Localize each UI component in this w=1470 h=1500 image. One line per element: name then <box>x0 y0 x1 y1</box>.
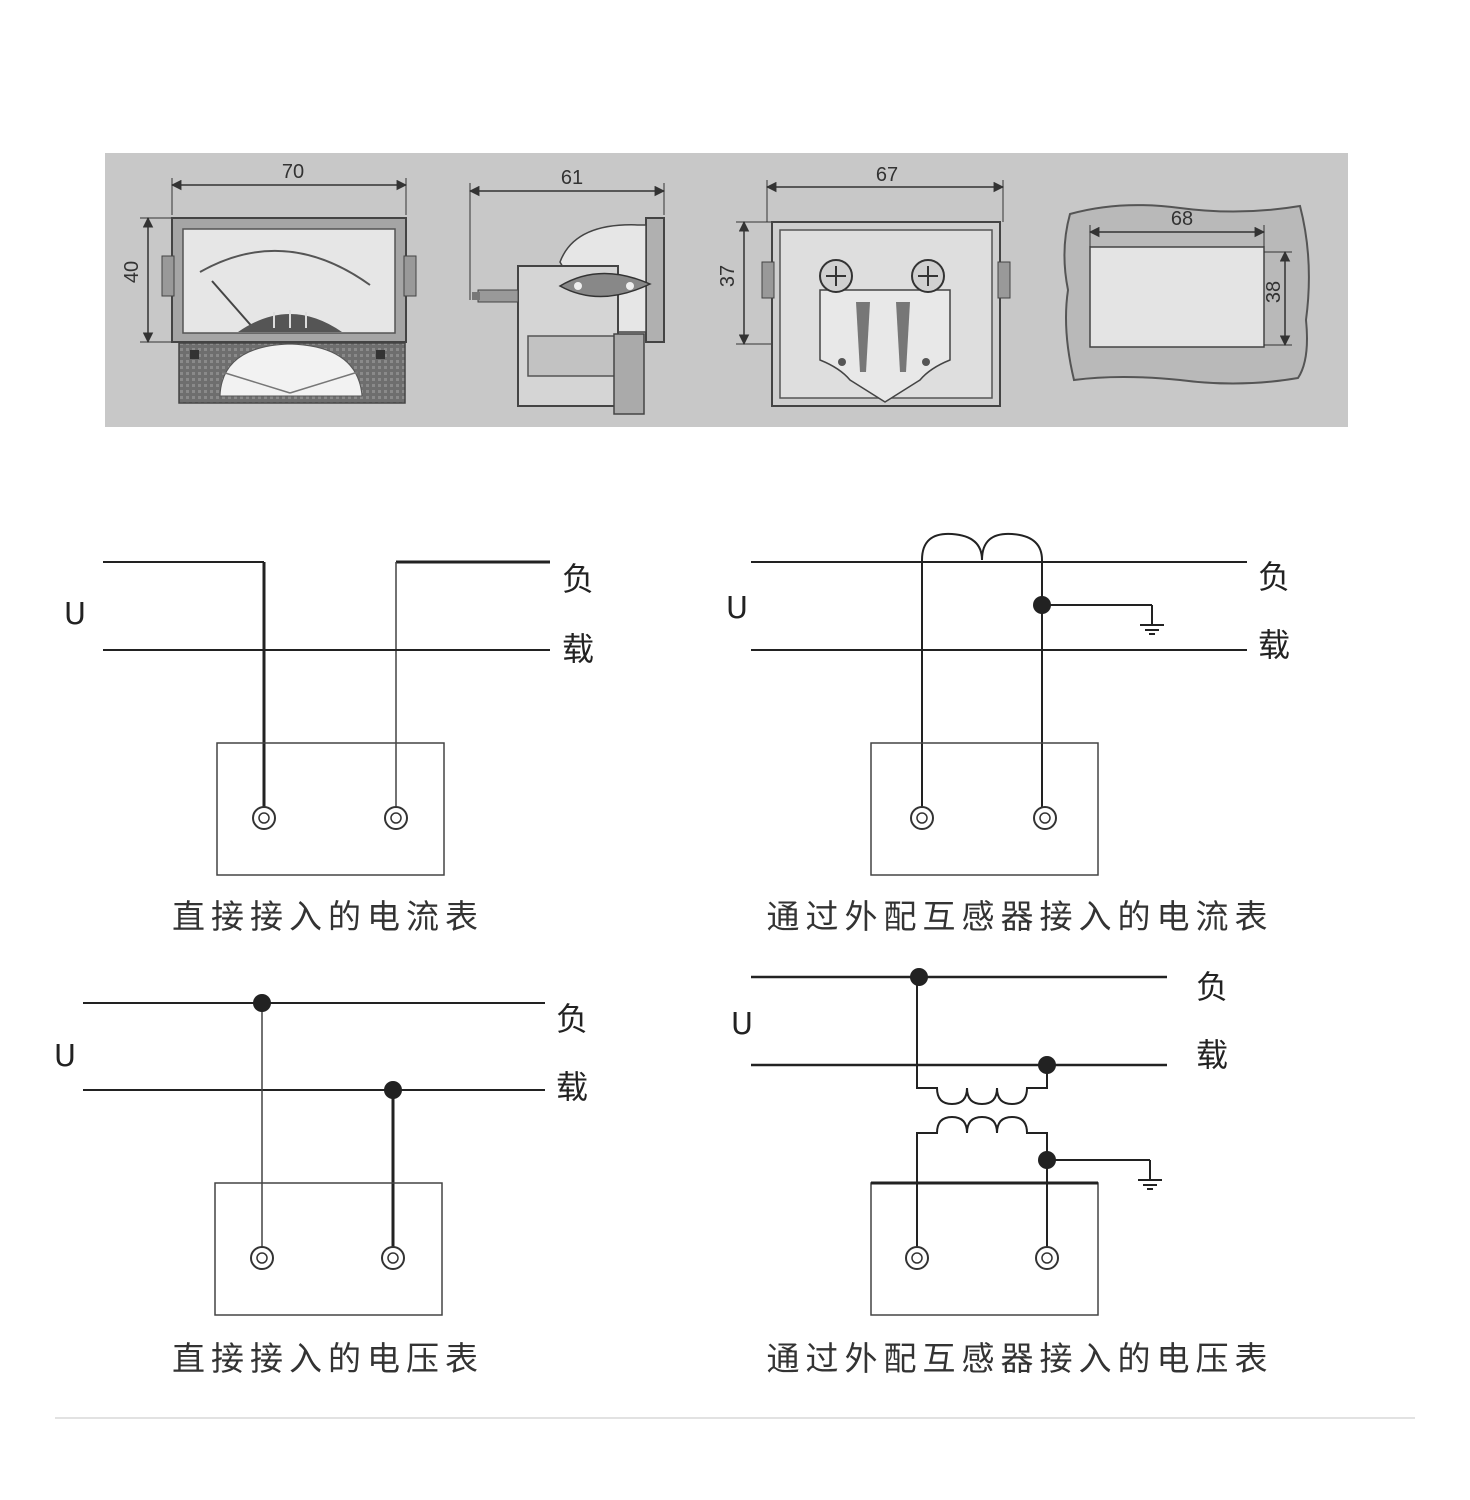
terminal <box>1035 1246 1059 1270</box>
back-view: 67 37 <box>717 164 1011 407</box>
front-height-label: 40 <box>121 261 143 283</box>
load-label-top: 负 <box>1258 558 1290 596</box>
load-label-bottom: 载 <box>1258 626 1290 664</box>
panel-cutout-view: 68 38 <box>1063 204 1310 385</box>
ammeter-direct-caption: 直接接入的电流表 <box>172 897 484 936</box>
back-height-label: 37 <box>717 265 739 287</box>
load-label-top: 负 <box>562 560 594 598</box>
voltmeter-pt-diagram: U 负 载 通过外配互感器接入的电压表 <box>731 968 1274 1378</box>
back-width-label: 67 <box>876 164 898 186</box>
cutout-width-label: 68 <box>1171 208 1193 230</box>
terminal <box>1033 806 1057 830</box>
terminal <box>381 1246 405 1270</box>
load-label-bottom: 载 <box>1196 1036 1228 1074</box>
u-label: U <box>731 1007 753 1042</box>
ammeter-ct-caption: 通过外配互感器接入的电流表 <box>767 897 1274 936</box>
voltmeter-pt-caption: 通过外配互感器接入的电压表 <box>767 1339 1274 1378</box>
front-width-label: 70 <box>282 161 304 183</box>
pt-primary-coil <box>916 977 1048 1106</box>
junction-dot <box>384 1081 402 1099</box>
u-label: U <box>726 591 748 626</box>
u-label: U <box>54 1039 76 1074</box>
terminal <box>384 806 408 830</box>
u-label: U <box>64 597 86 632</box>
side-depth-label: 61 <box>561 167 583 189</box>
dimension-panel: 70 40 61 <box>105 153 1348 427</box>
ct-coil <box>921 532 1043 818</box>
junction-dot <box>1038 1151 1056 1169</box>
load-label-top: 负 <box>556 1000 588 1038</box>
load-label-top: 负 <box>1196 968 1228 1006</box>
front-view: 70 40 <box>121 161 417 404</box>
terminal <box>910 806 934 830</box>
pt-secondary-coil <box>916 1115 1048 1258</box>
ground-icon <box>1138 1179 1162 1190</box>
terminal <box>252 806 276 830</box>
junction-dot <box>1038 1056 1056 1074</box>
terminal <box>905 1246 929 1270</box>
junction-dot <box>910 968 928 986</box>
terminal <box>250 1246 274 1270</box>
ground-icon <box>1140 624 1164 635</box>
junction-dot <box>1033 596 1051 614</box>
junction-dot <box>253 994 271 1012</box>
load-label-bottom: 载 <box>562 630 594 668</box>
side-view: 61 <box>468 167 666 415</box>
cutout-height-label: 38 <box>1263 281 1285 303</box>
load-label-bottom: 载 <box>556 1068 588 1106</box>
ammeter-ct-diagram: U 负 载 通过外配互感器接入的电流表 <box>726 532 1290 936</box>
voltmeter-direct-caption: 直接接入的电压表 <box>172 1339 484 1378</box>
voltmeter-direct-diagram: U 负 载 直接接入的电压表 <box>54 994 588 1378</box>
ammeter-direct-diagram: U 负 载 直接接入的电流表 <box>64 560 594 936</box>
